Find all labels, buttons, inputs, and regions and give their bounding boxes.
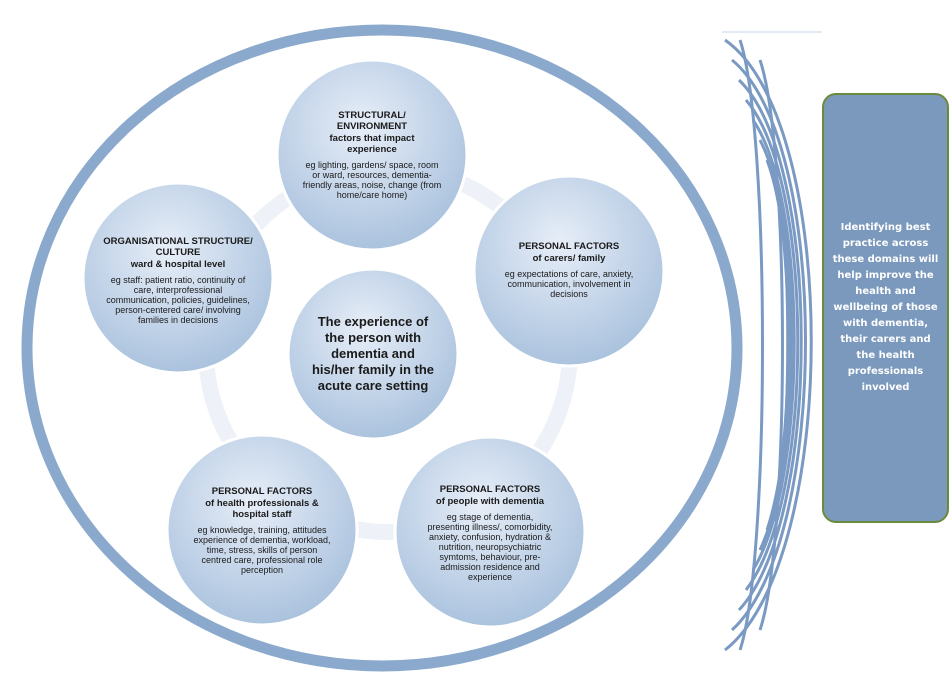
node-structural-subtitle: factors that impact experience	[329, 133, 415, 155]
node-organisational-circle	[81, 181, 275, 375]
node-people-with-dementia-subtitle: of people with dementia	[435, 496, 545, 507]
node-health-professionals-subtitle: of health professionals & hospital staff	[205, 497, 319, 520]
node-structural-body: eg lighting, gardens/ space, room or war…	[302, 160, 442, 200]
node-carers-subtitle: of carers/ family	[532, 253, 606, 264]
outer-ring	[21, 24, 743, 672]
node-center: The experience of the person with dement…	[308, 294, 438, 414]
node-organisational-subtitle: ward & hospital level	[130, 258, 226, 270]
node-people-with-dementia: PERSONAL FACTORS of people with dementia…	[412, 450, 568, 616]
node-carers-circle	[472, 174, 666, 368]
node-health-professionals-body: eg knowledge, training, attitudes experi…	[193, 524, 331, 575]
node-structural-title: STRUCTURAL/ ENVIRONMENT	[336, 110, 408, 132]
node-carers: PERSONAL FACTORS of carers/ family eg ex…	[489, 215, 649, 325]
node-people-with-dementia-body: eg stage of dementia, presenting illness…	[427, 512, 553, 582]
node-structural-circle	[275, 58, 469, 252]
node-people-with-dementia-title: PERSONAL FACTORS	[439, 484, 541, 495]
node-center-text: The experience of the person with dement…	[311, 314, 435, 393]
node-health-professionals: PERSONAL FACTORS of health professionals…	[182, 452, 342, 608]
outcome-callout: Identifying best practice across these d…	[822, 93, 949, 523]
node-health-professionals-circle	[165, 433, 359, 627]
node-carers-title: PERSONAL FACTORS	[518, 241, 620, 252]
node-health-professionals-title: PERSONAL FACTORS	[211, 485, 313, 497]
ripple-lines	[722, 31, 822, 652]
node-organisational: ORGANISATIONAL STRUCTURE/ CULTURE ward &…	[93, 205, 263, 355]
node-center-circle	[286, 267, 460, 441]
node-organisational-title: ORGANISATIONAL STRUCTURE/ CULTURE	[103, 235, 253, 258]
node-organisational-body: eg staff: patient ratio, continuity of c…	[106, 274, 250, 325]
outcome-callout-text: Identifying best practice across these d…	[832, 222, 939, 393]
node-carers-body: eg expectations of care, anxiety, commun…	[504, 269, 634, 299]
node-people-with-dementia-circle	[393, 435, 587, 629]
node-structural: STRUCTURAL/ ENVIRONMENT factors that imp…	[292, 80, 452, 230]
